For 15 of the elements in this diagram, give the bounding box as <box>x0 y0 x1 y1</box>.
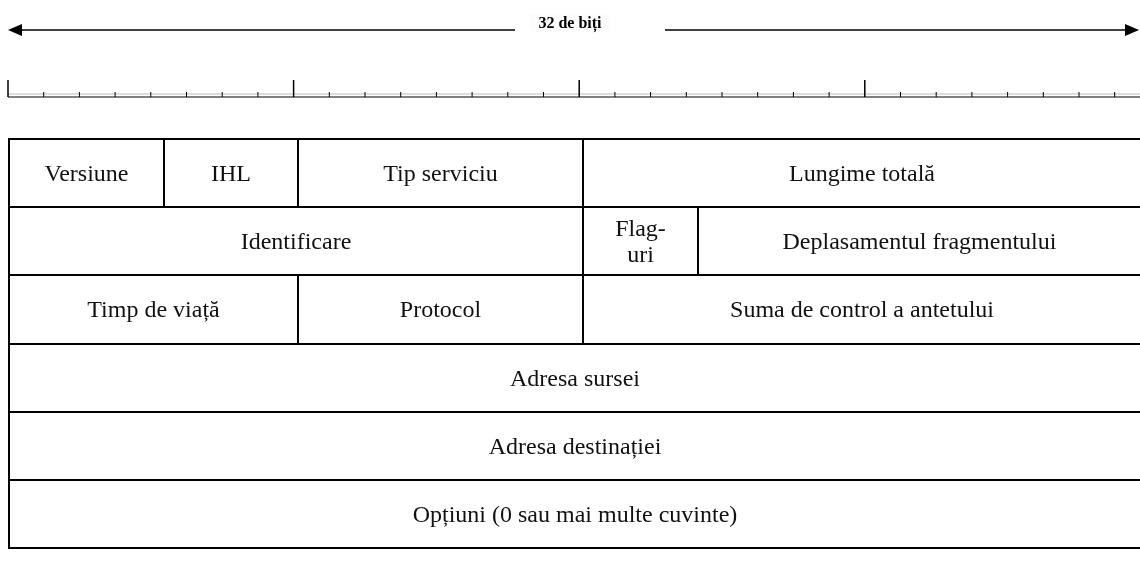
field-name: Tip serviciu <box>383 159 498 187</box>
field-name: IHL <box>211 159 251 187</box>
field-name: Lungime totală <box>789 159 935 187</box>
header-field-cell <box>8 138 165 208</box>
field-name: Timp de viață <box>87 296 220 323</box>
field-name: Adresa sursei <box>510 364 640 392</box>
field-name: Protocol <box>399 296 482 323</box>
field-name: Flag- uri <box>614 214 667 268</box>
field-name: Adresa destinației <box>488 432 662 460</box>
field-name: Suma de control a antetului <box>730 296 994 323</box>
field-name: Identificare <box>240 227 352 255</box>
field-name: Deplasamentul fragmentului <box>782 227 1057 255</box>
field-name: Versiune <box>44 159 129 187</box>
header-field-cell <box>8 479 1140 549</box>
field-name: Opțiuni (0 sau mai multe cuvinte) <box>412 500 738 528</box>
